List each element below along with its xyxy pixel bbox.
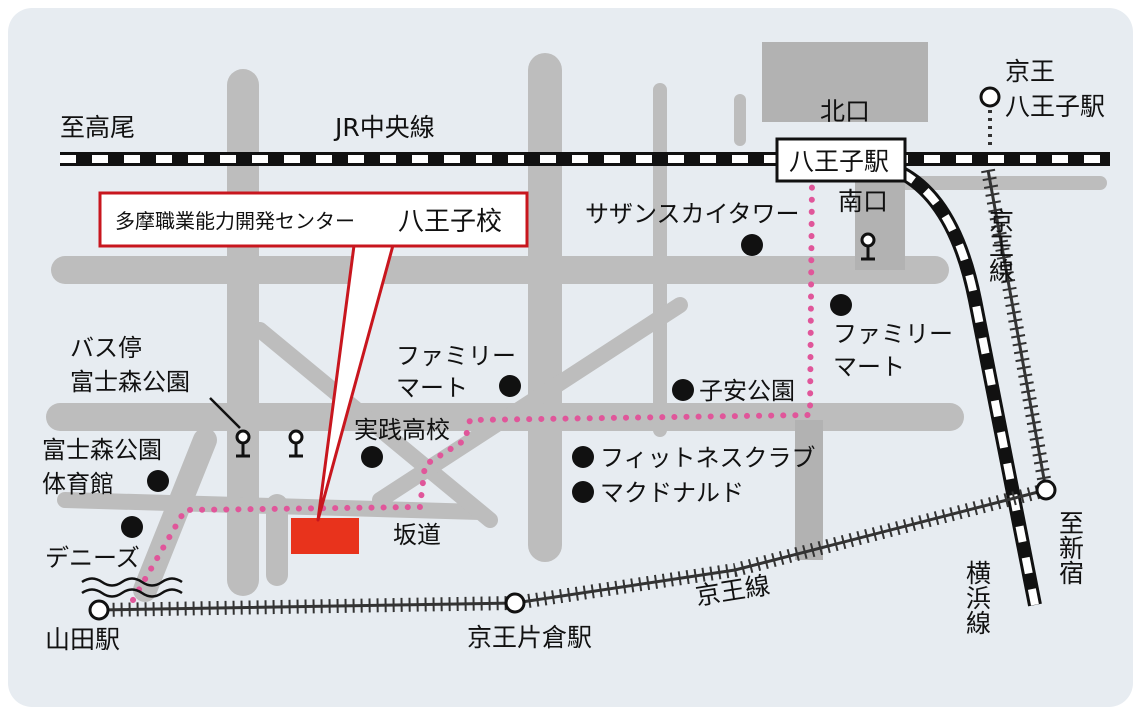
familymart-west-label-1: ファミリー (396, 342, 516, 370)
keio-hachioji-label-1: 京王 (1005, 57, 1055, 86)
hachioji-station-box[interactable] (775, 137, 907, 183)
station-building (762, 42, 928, 122)
familymart-east-label-2: マート (833, 353, 905, 381)
map-panel (8, 8, 1133, 707)
fitness-club-label: フィットネスクラブ (600, 444, 816, 472)
bus-stop-icon[interactable] (288, 429, 304, 458)
familymart-west-label-2: マート (396, 374, 468, 402)
landmark-dot-icon[interactable] (741, 234, 763, 256)
bus-stop-label-1: バス停 (70, 334, 142, 362)
bus-stop-icon[interactable] (860, 232, 876, 261)
to-takao-label: 至高尾 (60, 113, 135, 142)
familymart-east-label-1: ファミリー (833, 320, 953, 348)
school-building-icon (291, 518, 359, 554)
callout-campus: 八王子校 (398, 207, 502, 237)
south-exit-label: 南口 (838, 187, 888, 216)
keio-katakura-station-icon[interactable] (504, 592, 526, 614)
to-shinjuku-station-icon[interactable] (1035, 479, 1057, 501)
north-exit-label: 北口 (820, 97, 870, 126)
hachioji-station-label: 八王子駅 (789, 147, 889, 176)
gym-label-1: 富士森公園 (42, 436, 162, 464)
bus-stop-leader-line (209, 397, 241, 429)
yamada-station-label: 山田駅 (45, 625, 120, 654)
jr-chuo-line-label: JR中央線 (333, 113, 435, 142)
landmark-dot-icon[interactable] (572, 481, 594, 503)
gym-label-2: 体育館 (42, 470, 114, 498)
east-block (795, 420, 823, 560)
keio-line (99, 110, 1053, 617)
landmark-dot-icon[interactable] (830, 294, 852, 316)
jissen-high-label: 実践高校 (354, 416, 450, 444)
keio-line-vertical-label: 京王線 (986, 208, 1015, 283)
sazan-sky-tower-label: サザンスカイタワー (585, 200, 800, 228)
yamada-station-icon[interactable] (88, 599, 110, 621)
yokohama-line (896, 165, 1042, 607)
bus-stop-label-2: 富士森公園 (70, 368, 190, 396)
callout-name: 多摩職業能力開発センター (115, 209, 355, 233)
to-shinjuku-label: 至新宿 (1056, 510, 1085, 585)
yokohama-line-label: 横浜線 (963, 560, 992, 635)
keio-hachioji-label-2: 八王子駅 (1005, 92, 1105, 121)
mcdonalds-label: マクドナルド (600, 479, 744, 507)
keio-katakura-label: 京王片倉駅 (467, 623, 592, 652)
callout-pointer-cover (356, 236, 394, 242)
landmark-dot-icon[interactable] (147, 470, 169, 492)
slope-label: 坂道 (393, 521, 441, 549)
dennys-label: デニーズ (45, 544, 140, 572)
landmark-dot-icon[interactable] (499, 375, 521, 397)
bus-stop-icon[interactable] (235, 429, 251, 458)
landmark-dot-icon[interactable] (672, 379, 694, 401)
river-icon (81, 577, 183, 598)
landmark-dot-icon[interactable] (572, 446, 594, 468)
callout-box (98, 191, 529, 248)
landmark-dot-icon[interactable] (121, 516, 143, 538)
landmark-dot-icon[interactable] (361, 446, 383, 468)
koyasu-park-label: 子安公園 (699, 377, 795, 405)
keio-hachioji-station-icon[interactable] (979, 86, 1001, 108)
walking-route (130, 177, 815, 603)
